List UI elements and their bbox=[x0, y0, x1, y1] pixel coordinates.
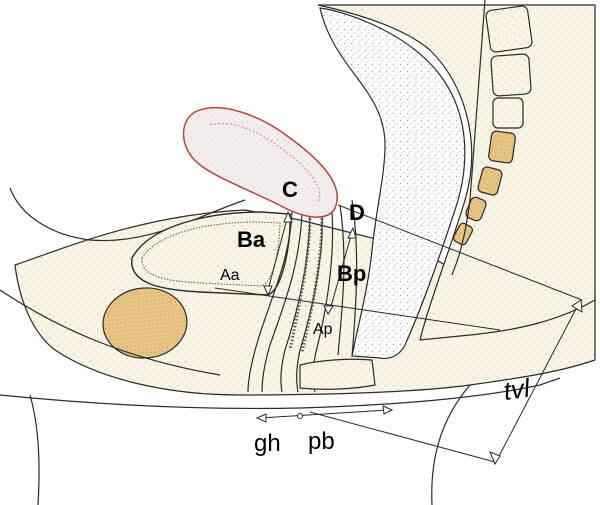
label-pb: pb bbox=[308, 428, 335, 455]
label-bp: Bp bbox=[337, 261, 366, 286]
label-gh: gh bbox=[254, 430, 281, 457]
uterus bbox=[184, 108, 338, 217]
label-d: D bbox=[349, 200, 365, 225]
label-aa: Aa bbox=[220, 267, 240, 284]
label-ap: Ap bbox=[313, 321, 333, 338]
label-tvl: tvl bbox=[502, 372, 533, 405]
thigh-curve-right bbox=[432, 385, 470, 505]
perineal-body bbox=[300, 359, 375, 389]
label-ba: Ba bbox=[237, 227, 266, 252]
label-c: C bbox=[282, 177, 298, 202]
thigh-curve-left bbox=[30, 395, 39, 505]
